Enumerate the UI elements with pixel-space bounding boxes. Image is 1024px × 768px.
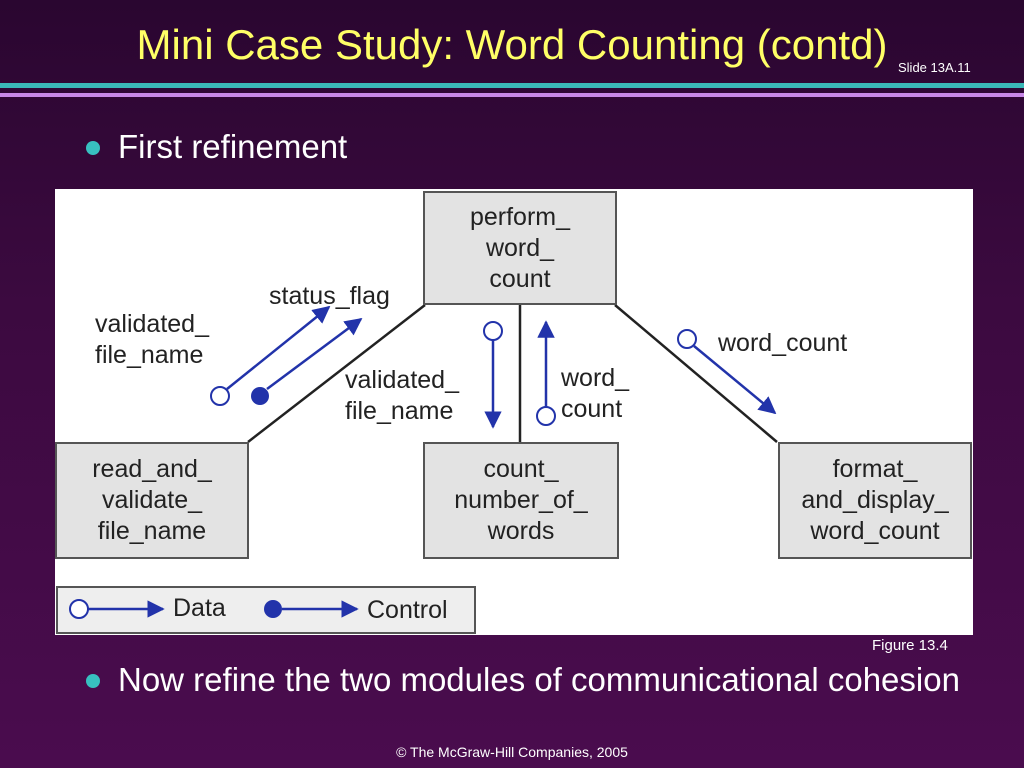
flow-label-validated-file-name-left: validated_ file_name xyxy=(95,310,209,369)
figure-caption: Figure 13.4 xyxy=(872,637,948,654)
module-label: number_of_ xyxy=(454,486,588,514)
data-couple-icon xyxy=(677,329,697,349)
slide-number: Slide 13A.11 xyxy=(898,60,971,75)
data-couple-icon xyxy=(210,386,230,406)
divider-purple xyxy=(0,93,1024,97)
bullet-dot-icon xyxy=(86,674,100,688)
module-label: file_name xyxy=(97,517,207,545)
divider-teal xyxy=(0,83,1024,88)
slide-title: Mini Case Study: Word Counting (contd) xyxy=(136,21,888,68)
flow-label-validated-file-name-middle: validated_ file_name xyxy=(345,366,459,425)
data-couple-icon xyxy=(536,406,556,426)
module-label: count_ xyxy=(483,455,559,483)
bullet-text: Now refine the two modules of communicat… xyxy=(118,661,960,698)
legend-control-icon xyxy=(264,600,282,618)
module-perform-word-count: perform_ word_ count xyxy=(423,191,617,305)
bullet-dot-icon xyxy=(86,141,100,155)
module-label: perform_ xyxy=(469,202,571,231)
module-label: validate_ xyxy=(101,486,203,514)
module-read-and-validate-file-name: read_and_ validate_ file_name xyxy=(55,442,249,559)
legend-data-label: Data xyxy=(173,594,226,622)
module-label: words xyxy=(487,517,555,545)
legend-data-icon xyxy=(69,599,89,619)
bullet-item: First refinement xyxy=(86,127,348,167)
module-label: count xyxy=(489,264,551,293)
module-label: word_count xyxy=(810,517,940,545)
data-couple-icon xyxy=(483,321,503,341)
module-label: format_ xyxy=(832,455,918,483)
control-couple-icon xyxy=(251,387,269,405)
copyright-footer: © The McGraw-Hill Companies, 2005 xyxy=(396,744,628,760)
structure-chart-lines xyxy=(56,304,778,634)
module-count-number-of-words: count_ number_of_ words xyxy=(423,442,619,559)
module-label: and_display_ xyxy=(801,486,949,514)
module-format-and-display-word-count: format_ and_display_ word_count xyxy=(778,442,972,559)
flow-label-word-count-right: word_count xyxy=(718,329,848,357)
structure-chart-figure: perform_ word_ count read_and_ validate_… xyxy=(55,189,973,635)
module-label: read_and_ xyxy=(92,455,212,483)
bullet-text: First refinement xyxy=(118,128,348,165)
bullet-item: Now refine the two modules of communicat… xyxy=(86,660,998,700)
flow-label-status-flag: status_flag xyxy=(269,282,390,310)
module-label: word_ xyxy=(485,233,555,262)
legend-control-label: Control xyxy=(367,596,448,624)
flow-label-word-count-middle: word_ count xyxy=(561,364,630,423)
